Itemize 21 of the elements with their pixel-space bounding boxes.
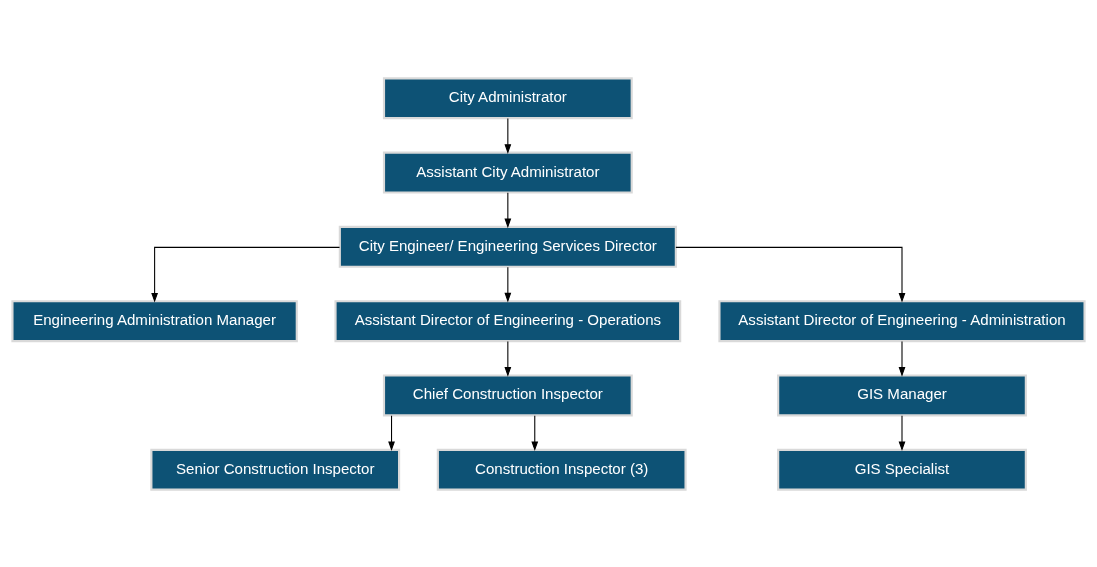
node-box: GIS Manager bbox=[777, 373, 1027, 416]
arrow bbox=[898, 414, 906, 451]
arrow bbox=[898, 340, 906, 377]
node-box: Assistant Director of Engineering - Administration bbox=[718, 299, 1086, 342]
node-box: City Engineer/ Engineering Services Director bbox=[338, 225, 677, 268]
arrow bbox=[504, 266, 512, 302]
node-box: City Administrator bbox=[382, 76, 633, 119]
arrow bbox=[504, 191, 512, 228]
arrow bbox=[388, 414, 395, 451]
node-box: Construction Inspector (3) bbox=[436, 448, 687, 491]
node-box: Assistant City Administrator bbox=[382, 151, 633, 194]
node-box: Senior Construction Inspector bbox=[150, 448, 401, 491]
arrow bbox=[504, 340, 512, 377]
node-box: Chief Construction Inspector bbox=[382, 373, 633, 416]
arrow bbox=[504, 117, 512, 154]
node-box: Engineering Administration Manager bbox=[11, 299, 298, 342]
arrow bbox=[151, 246, 341, 303]
node-box: Assistant Director of Engineering - Operations bbox=[334, 299, 682, 342]
node-box: GIS Specialist bbox=[777, 448, 1027, 491]
arrow bbox=[531, 414, 539, 451]
arrow bbox=[675, 246, 906, 303]
